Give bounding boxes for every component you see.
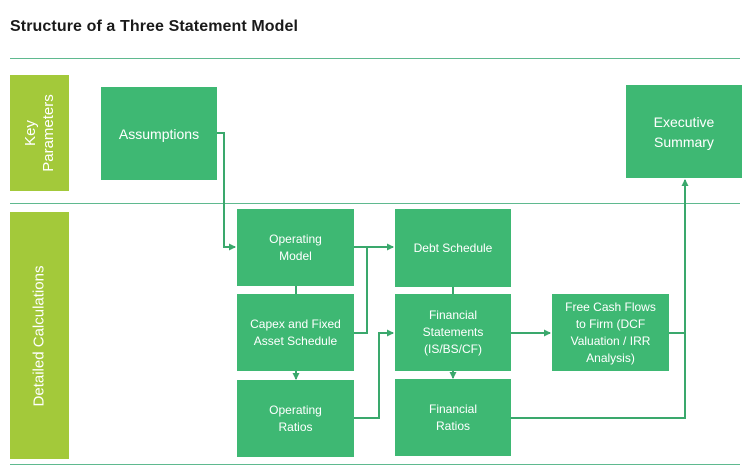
- edge-capex-to-debt-schedule: [354, 247, 368, 334]
- node-assumptions: Assumptions: [101, 87, 217, 180]
- section-key-parameters: Key Parameters: [10, 75, 69, 191]
- node-financial-ratios: Financial Ratios: [395, 379, 511, 456]
- node-executive-summary-label: Executive Summary: [653, 113, 715, 150]
- section-detailed-calculations: Detailed Calculations: [10, 212, 69, 459]
- node-operating-model-label: Operating Model: [269, 231, 322, 263]
- node-capex-schedule: Capex and Fixed Asset Schedule: [237, 294, 354, 371]
- edge-free-cash-flows-to-executive-summary: [669, 179, 689, 334]
- divider-top: [10, 58, 740, 59]
- node-assumptions-label: Assumptions: [118, 125, 200, 142]
- node-free-cash-flows-label: Free Cash Flows to Firm (DCF Valuation /…: [565, 299, 656, 365]
- node-financial-statements: Financial Statements (IS/BS/CF): [395, 294, 511, 371]
- edge-operating-ratios-to-financial-statements: [354, 329, 394, 419]
- node-capex-schedule-label: Capex and Fixed Asset Schedule: [250, 316, 341, 348]
- node-free-cash-flows: Free Cash Flows to Firm (DCF Valuation /…: [552, 294, 669, 371]
- edge-financial-ratios-to-executive-summary: [511, 333, 686, 419]
- node-debt-schedule-label: Debt Schedule: [413, 240, 493, 255]
- node-operating-model: Operating Model: [237, 209, 354, 286]
- node-operating-ratios-label: Operating Ratios: [269, 402, 322, 434]
- node-executive-summary: Executive Summary: [626, 85, 742, 178]
- node-financial-ratios-label: Financial Ratios: [428, 401, 478, 433]
- node-debt-schedule: Debt Schedule: [395, 209, 511, 287]
- page-title: Structure of a Three Statement Model: [10, 18, 299, 35]
- divider-middle: [10, 203, 740, 204]
- divider-bottom: [10, 464, 740, 465]
- edge-assumptions-to-operating-model: [217, 132, 236, 251]
- node-financial-statements-label: Financial Statements (IS/BS/CF): [422, 308, 484, 356]
- node-operating-ratios: Operating Ratios: [237, 380, 354, 457]
